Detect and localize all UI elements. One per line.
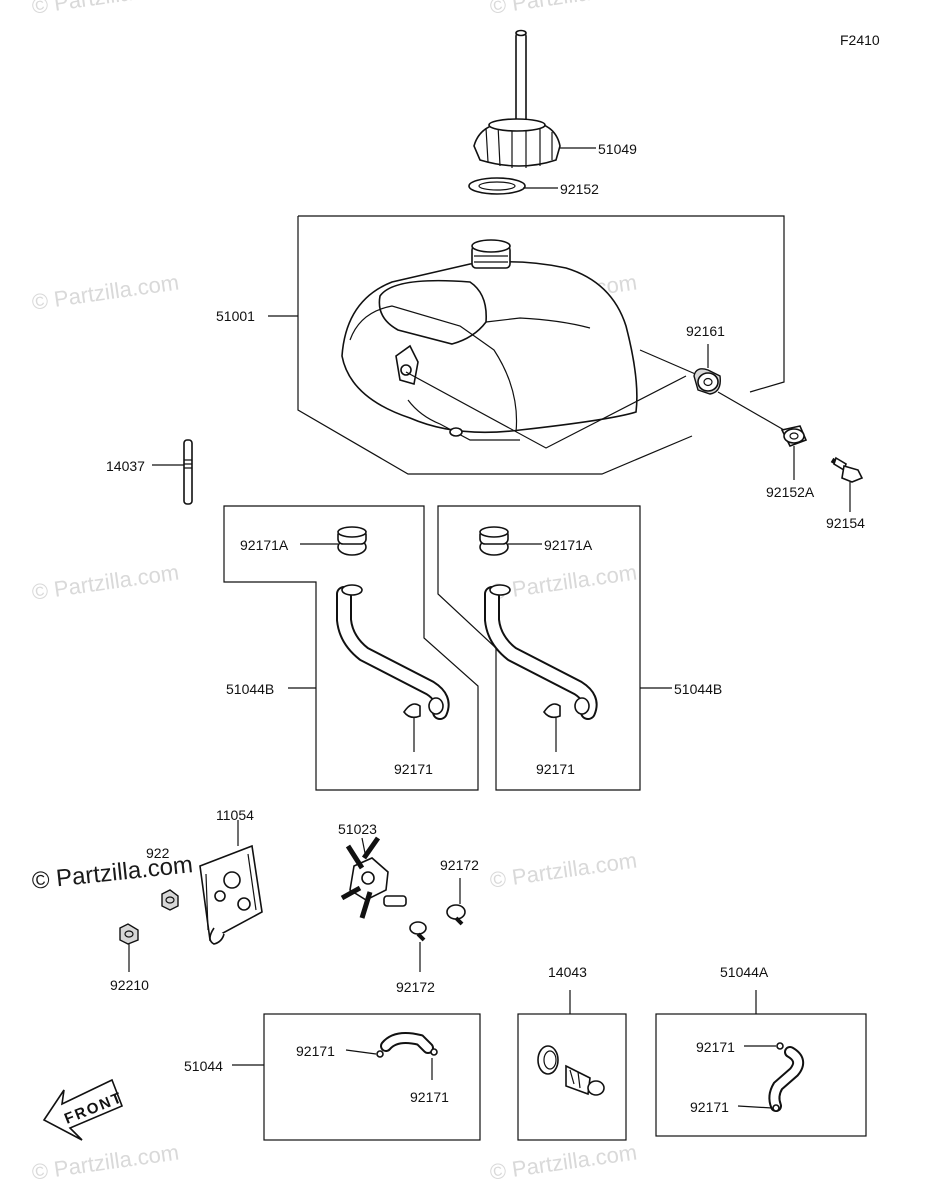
part-label-92171-box-b[interactable]: 92171 [410,1089,449,1105]
clamp-part-right [479,526,509,556]
collar-part [780,425,808,448]
fuel-cap-part [473,29,561,168]
gasket-part [468,177,526,195]
hose-kit-a-box [655,1013,867,1137]
hose-group-left-outline [223,505,479,791]
front-arrow-icon [42,1078,124,1141]
bolt-part [830,456,864,483]
nut-part-top [161,889,179,911]
part-label-51044[interactable]: 51044 [184,1058,223,1074]
fuel-tank-part [341,239,638,441]
part-label-92171a-left[interactable]: 92171A [240,537,289,553]
screw-part-bottom [409,921,427,942]
part-label-51044b-right[interactable]: 51044B [674,681,723,697]
part-label-92171-box-d[interactable]: 92171 [690,1099,729,1115]
part-label-11054[interactable]: 11054 [216,807,254,823]
fuel-filter-part [537,1045,605,1096]
part-label-14043[interactable]: 14043 [548,964,587,980]
hose-part-bent [768,1042,805,1112]
bracket-part [199,844,263,945]
hose-kit-box [263,1013,481,1141]
figure-code: F2410 [840,32,880,48]
part-label-92171-right[interactable]: 92171 [536,761,575,777]
tank-group-outline [298,215,785,393]
filter-kit-box [517,1013,627,1141]
clamp-part-left [337,526,367,556]
fuel-valve-part [340,836,407,919]
part-label-51044b-left[interactable]: 51044B [226,681,275,697]
hose-part-right [484,584,598,720]
grommet-part [693,368,721,395]
part-label-92172-top[interactable]: 92172 [440,857,479,873]
pin-part [183,439,193,505]
part-label-92152[interactable]: 92152 [560,181,599,197]
part-label-92171-left[interactable]: 92171 [394,761,433,777]
part-label-92210-top[interactable]: 92210 [146,845,170,861]
part-label-92210-bottom[interactable]: 92210 [110,977,149,993]
hose-part-short [376,1032,438,1058]
hose-group-right-outline [437,505,641,791]
part-label-51044a[interactable]: 51044A [720,964,769,980]
part-label-51001[interactable]: 51001 [216,308,255,324]
part-label-92161[interactable]: 92161 [686,323,725,339]
part-label-14037[interactable]: 14037 [106,458,145,474]
part-label-51023[interactable]: 51023 [338,821,377,837]
part-label-92171a-right[interactable]: 92171A [544,537,593,553]
screw-part-top [446,904,466,926]
part-label-92171-box-a[interactable]: 92171 [296,1043,335,1059]
part-label-92172-bottom[interactable]: 92172 [396,979,435,995]
hose-part-left [336,584,450,720]
part-label-51049[interactable]: 51049 [598,141,637,157]
part-label-92152a[interactable]: 92152A [766,484,815,500]
part-label-92154[interactable]: 92154 [826,515,865,531]
nut-part-bottom [119,923,139,945]
part-label-92171-box-c[interactable]: 92171 [696,1039,735,1055]
